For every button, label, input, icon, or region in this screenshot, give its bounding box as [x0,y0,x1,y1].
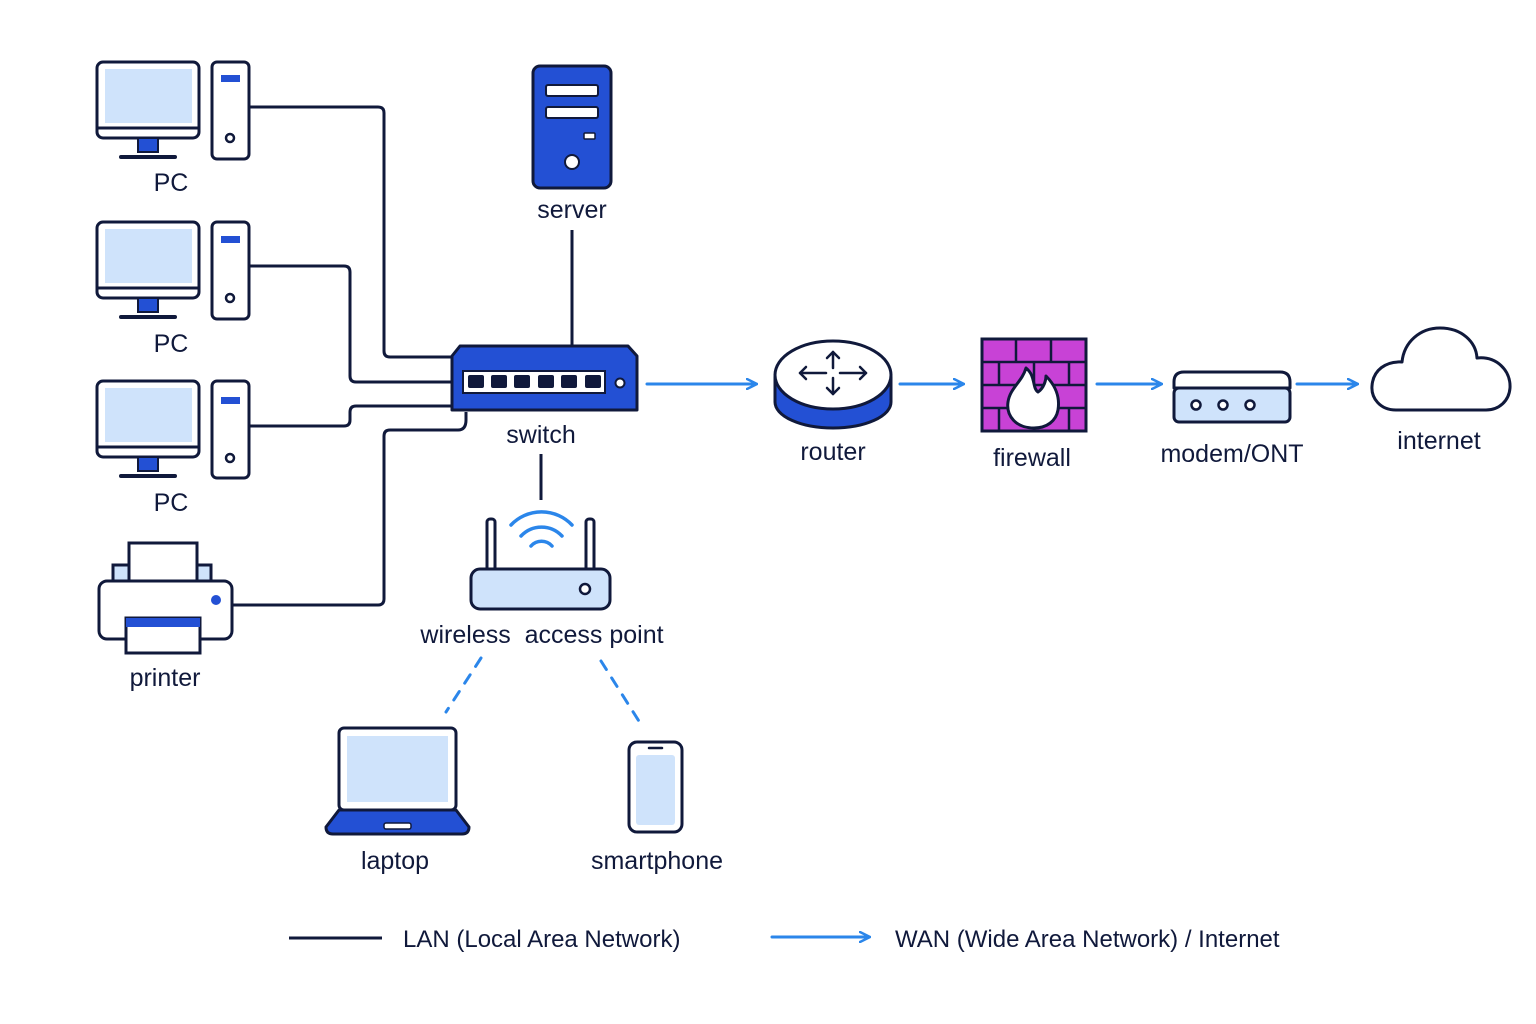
flame-icon [1006,366,1060,430]
switch-node[interactable]: switch [450,344,639,449]
smartphone-node[interactable]: smartphone [591,740,723,875]
tower-icon [210,379,251,480]
lan-cable-pc3 [250,404,452,428]
wireless-access-point-label: wireless access point [419,621,663,649]
laptop-icon [324,726,471,836]
pc-label: PC [154,330,189,358]
wireless-link-smartphone [599,659,644,728]
printer-icon [97,541,234,655]
switch-label: switch [506,421,575,449]
router-label: router [800,438,865,466]
pc-label: PC [154,169,189,197]
laptop-label: laptop [361,847,429,875]
internet-node[interactable]: internet [1370,326,1512,455]
lan-cable-pc1 [250,105,452,359]
modem-ont-node[interactable]: modem/ONT [1160,370,1304,468]
lan-cable-pc2 [250,264,452,384]
legend-wan-label: WAN (Wide Area Network) / Internet [895,926,1280,953]
router-node[interactable]: router [773,339,893,466]
smartphone-icon [627,740,684,834]
monitor-icon [95,60,201,159]
pc-node-1[interactable]: PC [95,60,251,197]
tower-icon [210,220,251,321]
printer-label: printer [130,664,201,692]
wireless-access-point-node[interactable]: wireless access point [419,510,664,649]
modem-ont-label: modem/ONT [1160,440,1303,468]
wireless-links [444,656,644,728]
monitor-icon [95,379,201,478]
wireless-link-laptop [444,656,483,714]
lan-cable-printer [233,412,468,607]
internet-label: internet [1397,427,1480,455]
cloud-icon [1370,326,1512,412]
firewall-label: firewall [993,444,1071,472]
pc-label: PC [154,489,189,517]
printer-node[interactable]: printer [97,541,234,692]
pc-node-3[interactable]: PC [95,379,251,517]
smartphone-label: smartphone [591,847,723,875]
modem-icon [1172,370,1292,424]
laptop-node[interactable]: laptop [324,726,471,875]
pc-node-2[interactable]: PC [95,220,251,358]
monitor-icon [95,220,201,319]
legend: LAN (Local Area Network) WAN (Wide Area … [289,926,1280,953]
server-node[interactable]: server [531,64,613,224]
tower-icon [210,60,251,161]
server-label: server [537,196,606,224]
wifi-signal-icon [509,510,574,548]
firewall-node[interactable]: firewall [980,337,1088,472]
switch-icon [450,344,639,412]
router-icon [773,339,893,430]
legend-lan-label: LAN (Local Area Network) [403,926,680,953]
access-point-icon [469,517,612,611]
lan-connections [233,105,574,607]
server-icon [531,64,613,190]
